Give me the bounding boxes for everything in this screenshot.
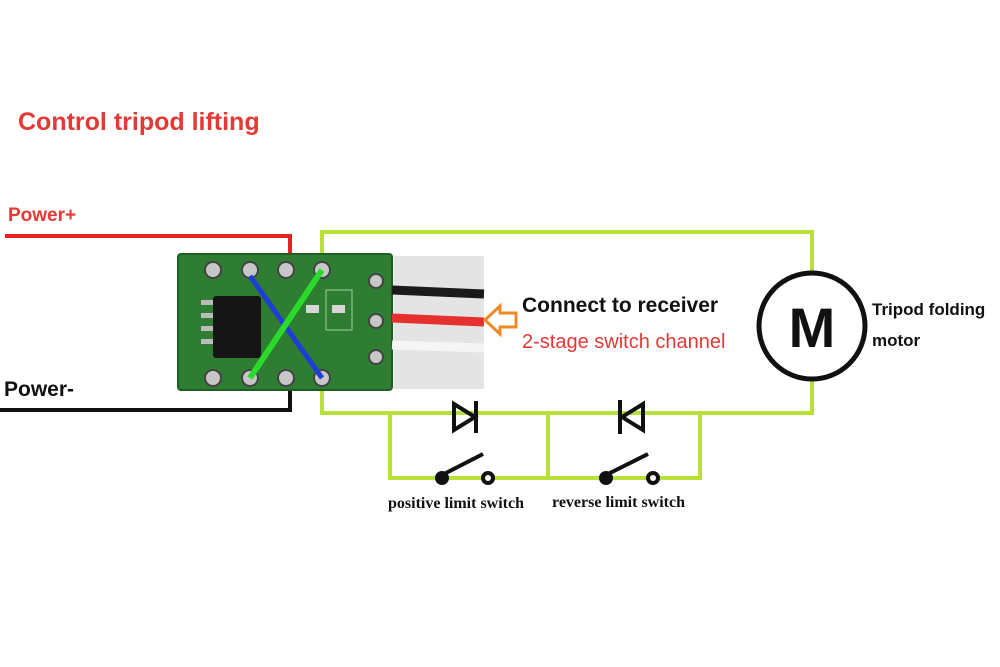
page-title: Control tripod lifting <box>18 108 260 136</box>
power-minus-wire <box>0 389 292 412</box>
receiver-channel-label: 2-stage switch channel <box>522 331 726 353</box>
power-plus-label: Power+ <box>8 205 77 226</box>
motor-label-line2: motor <box>872 331 921 350</box>
positive-limit-switch-label: positive limit switch <box>388 495 524 512</box>
diode-icon <box>618 400 645 434</box>
receiver-label: Connect to receiver <box>522 294 719 317</box>
power-minus-label: Power- <box>4 378 75 401</box>
switch-icon <box>435 452 495 485</box>
circuit-board <box>177 253 485 391</box>
power-plus-wire <box>5 234 292 256</box>
reverse-limit-switch-label: reverse limit switch <box>552 494 685 511</box>
switch-icon <box>599 452 660 485</box>
arrow-left-icon <box>482 302 518 338</box>
motor-symbol: M <box>789 296 836 359</box>
diode-icon <box>452 400 479 434</box>
green-cross-wire <box>247 268 325 380</box>
motor-circle-icon <box>756 270 868 382</box>
chip-icon <box>213 296 261 358</box>
motor-label-line1: Tripod folding <box>872 300 986 319</box>
circuit-wires <box>320 230 814 480</box>
